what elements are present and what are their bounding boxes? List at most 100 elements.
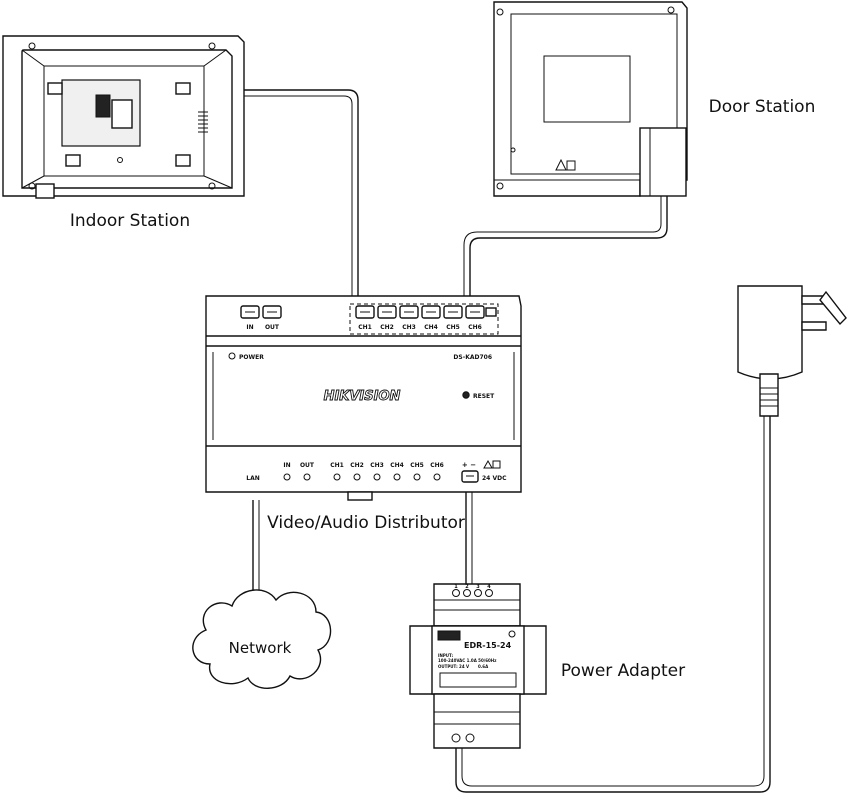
indoor-station-screw-tl <box>28 42 36 50</box>
indoor-station-screw-tr <box>208 42 216 50</box>
terminal-ch2 <box>377 305 397 319</box>
door-station-label: Door Station <box>709 97 816 117</box>
door-station-warning-icon <box>555 158 567 171</box>
polarity-label: + − <box>462 461 476 469</box>
network-cloud: Network <box>192 589 332 689</box>
adapter-input-label: INPUT: <box>438 653 454 658</box>
indoor-station-vent <box>198 111 208 133</box>
led-ch2 <box>353 473 361 481</box>
distributor-front-edge <box>212 352 515 440</box>
warning-triangle-icon <box>483 459 493 469</box>
indoor-station-bottom-port <box>35 183 55 199</box>
plug-prong-bottom <box>801 321 827 331</box>
led-ch3 <box>373 473 381 481</box>
cable-indoor-to-ch1 <box>212 89 359 312</box>
led-ch5 <box>413 473 421 481</box>
adapter-ac-terminal-1 <box>451 733 461 743</box>
door-station-screw-mid <box>510 147 516 153</box>
plug-strain-rings <box>760 387 778 407</box>
voltage-label: 24 VDC <box>482 475 507 482</box>
adapter-model: EDR-15-24 <box>464 641 512 650</box>
port-label-ch3: CH3 <box>402 324 416 331</box>
lan-label: LAN <box>246 475 260 482</box>
adapter-top-body <box>433 583 521 627</box>
terminal-ch6-extra <box>485 307 497 317</box>
adapter-top-step <box>434 599 520 611</box>
plug-body <box>737 285 803 380</box>
port-label-in: IN <box>246 324 253 331</box>
terminal-in <box>240 305 260 319</box>
adapter-bottom-body <box>433 693 521 749</box>
adapter-terminal-num-1: 1 <box>454 584 458 590</box>
led-ch6 <box>433 473 441 481</box>
port-label-ch1: CH1 <box>358 324 372 331</box>
port-label-ch2: CH2 <box>380 324 394 331</box>
terminal-ch5 <box>443 305 463 319</box>
adapter-led <box>508 630 516 638</box>
led-label-ch3: CH3 <box>370 462 384 469</box>
power-adapter-label: Power Adapter <box>561 661 685 681</box>
power-label: POWER <box>239 354 264 361</box>
plug-strain-relief <box>759 373 779 417</box>
door-station-screw-tl <box>496 8 504 16</box>
terminal-ch3 <box>399 305 419 319</box>
door-station-screw-tr <box>667 6 675 14</box>
terminal-ch6 <box>465 305 485 319</box>
distributor-housing <box>205 295 522 493</box>
door-station-device <box>493 1 688 197</box>
cables <box>212 89 771 793</box>
cloud-shape <box>192 589 332 689</box>
reset-button[interactable] <box>462 391 470 399</box>
port-label-ch4: CH4 <box>424 324 438 331</box>
adapter-ac-terminal-2 <box>465 733 475 743</box>
indoor-station-clip-tl <box>47 82 63 95</box>
distributor-device: IN OUT CH1 CH2 CH3 CH4 CH5 CH6 POWER DS-… <box>205 295 522 501</box>
port-label-ch5: CH5 <box>446 324 460 331</box>
indoor-station-side-clip <box>111 99 133 129</box>
led-label-ch2: CH2 <box>350 462 364 469</box>
indoor-station-bezel <box>43 65 205 177</box>
indoor-station-clip-bl <box>65 154 81 167</box>
terminal-24vdc <box>461 470 479 483</box>
adapter-bottom-step <box>434 711 520 725</box>
brand-logo: HIKVISION <box>324 389 401 404</box>
port-label-ch6: CH6 <box>468 324 482 331</box>
cable-adapter-to-plug-inner <box>461 416 765 787</box>
warning-book-icon <box>492 460 501 469</box>
terminal-out <box>262 305 282 319</box>
led-label-ch6: CH6 <box>430 462 444 469</box>
door-station-window <box>543 55 631 123</box>
led-ch1 <box>333 473 341 481</box>
adapter-terminal-num-3: 3 <box>476 584 480 590</box>
power-adapter-device: 1 2 3 4 EDR-15-24 INPUT: 100-240VAC 1.0A… <box>409 583 547 749</box>
indoor-station-screw-br <box>208 182 216 190</box>
adapter-output-value: 0.6A <box>478 664 489 669</box>
led-label-ch5: CH5 <box>410 462 424 469</box>
adapter-terminal-num-4: 4 <box>487 584 491 590</box>
adapter-terminal-num-2: 2 <box>465 584 469 590</box>
door-station-bottom-ledge <box>494 173 640 181</box>
adapter-brand-block <box>437 630 461 641</box>
adapter-terminal-2 <box>463 589 471 597</box>
indoor-station-screw-bl <box>28 182 36 190</box>
wall-plug <box>737 285 847 417</box>
led-out <box>303 473 311 481</box>
cable-indoor-to-ch1-inner <box>212 95 353 312</box>
cable-adapter-to-plug <box>455 416 771 793</box>
indoor-station-device <box>2 35 245 199</box>
door-station-wire-box <box>639 127 687 197</box>
indoor-station-clip-br <box>175 154 191 167</box>
led-ch4 <box>393 473 401 481</box>
cable-door-to-ch6-inner <box>463 196 662 312</box>
cable-door-to-ch6 <box>469 196 668 312</box>
terminal-ch4 <box>421 305 441 319</box>
adapter-terminal-3 <box>474 589 482 597</box>
adapter-terminal-4 <box>485 589 493 597</box>
port-label-out: OUT <box>265 324 280 331</box>
ch-terminal-group <box>349 303 499 335</box>
indoor-station-clip-tr <box>175 82 191 95</box>
led-label-out: OUT <box>300 462 315 469</box>
reset-label: RESET <box>473 393 495 400</box>
adapter-terminal-1 <box>452 589 460 597</box>
